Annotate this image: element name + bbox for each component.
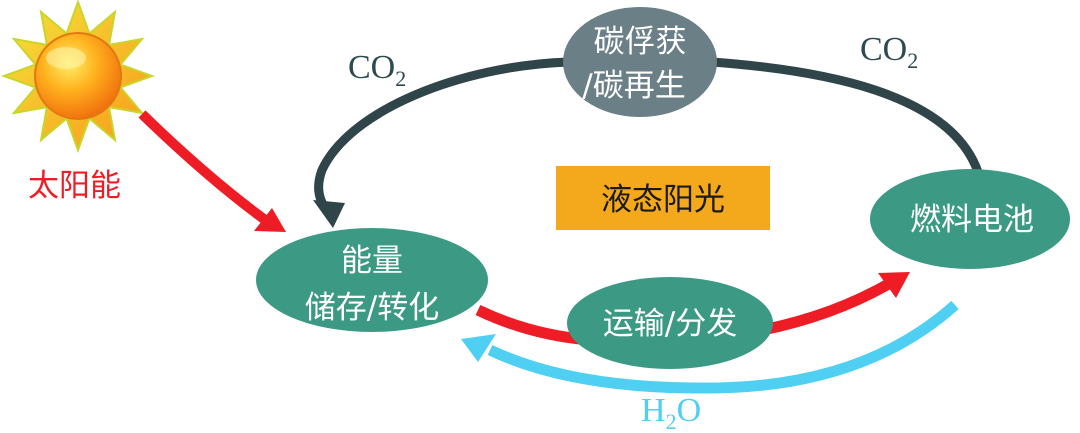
sun-icon <box>1 0 155 153</box>
liquid-sunshine-box: 液态阳光 <box>556 166 770 230</box>
co2-return-arrow <box>313 57 569 228</box>
transport-node[interactable]: 运输/分发 <box>567 277 773 369</box>
co2-right-label: CO2 <box>860 31 918 73</box>
co2-left-label: CO2 <box>348 49 406 91</box>
solar-energy-label: 太阳能 <box>28 168 121 204</box>
co2-emission-line <box>711 57 983 174</box>
energy-storage-label-line2: 储存/转化 <box>305 290 439 326</box>
carbon-capture-label-line1: 碳俘获 <box>594 24 687 60</box>
fuel-cell-label: 燃料电池 <box>910 202 1034 238</box>
water-return-arrow <box>461 300 959 394</box>
energy-storage-node[interactable]: 能量 储存/转化 <box>256 228 488 332</box>
energy-storage-label-line1: 能量 <box>341 243 403 279</box>
fuel-cell-node[interactable]: 燃料电池 <box>870 169 1070 269</box>
liquid-sunshine-label: 液态阳光 <box>601 182 725 218</box>
carbon-capture-node[interactable]: 碳俘获 /碳再生 <box>563 7 717 117</box>
h2o-label: H2O <box>641 392 701 433</box>
solar-energy-arrow <box>138 110 286 232</box>
carbon-capture-label-line2: /碳再生 <box>582 68 685 104</box>
transport-label: 运输/分发 <box>603 306 737 342</box>
